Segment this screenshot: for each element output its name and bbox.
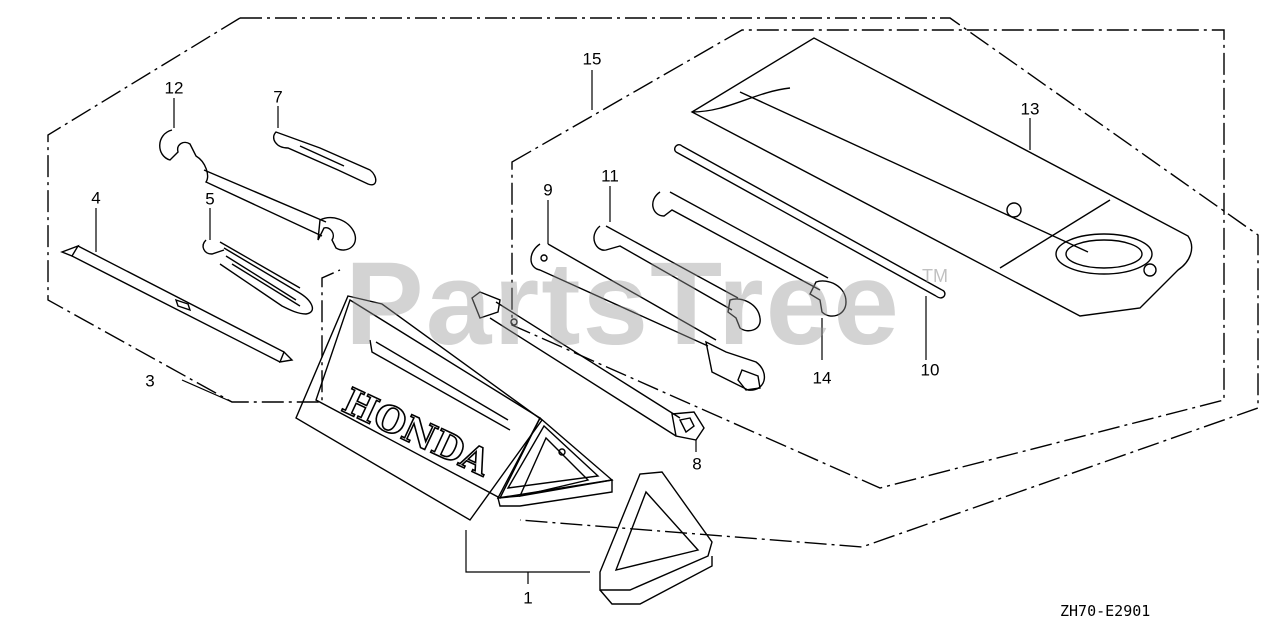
tommy-bar-10 <box>673 143 946 299</box>
callout-part-12[interactable]: 12 <box>164 78 184 98</box>
box-wrench-9 <box>530 243 766 391</box>
callout-part-4[interactable]: 4 <box>91 188 101 208</box>
watermark: PartsTree <box>345 238 901 370</box>
callout-part-11[interactable]: 11 <box>601 166 619 186</box>
open-end-wrench-11 <box>593 225 761 332</box>
screwdriver-shaft <box>60 244 294 363</box>
watermark-trademark: TM <box>922 266 948 286</box>
callout-part-5[interactable]: 5 <box>205 189 215 209</box>
callout-part-7[interactable]: 7 <box>273 87 283 107</box>
diagram-code: ZH70-E2901 <box>1060 602 1151 620</box>
gap-gauge <box>272 131 377 186</box>
callout-part-15[interactable]: 15 <box>582 49 602 69</box>
open-end-wrench-14 <box>652 191 847 317</box>
callout-part-8[interactable]: 8 <box>692 454 702 474</box>
open-end-wrench-12 <box>159 129 357 251</box>
callout-part-3[interactable]: 3 <box>145 371 155 391</box>
leader-lines <box>95 70 1031 584</box>
plug-wrench-8 <box>471 291 705 441</box>
tool-bag-13 <box>690 37 1193 317</box>
screwdriver-grip <box>202 239 314 315</box>
toolkit-group-boundary <box>240 17 1259 548</box>
callout-part-13[interactable]: 13 <box>1020 99 1040 119</box>
tool-case-lid <box>599 471 713 605</box>
callout-part-9[interactable]: 9 <box>543 180 553 200</box>
callout-part-1[interactable]: 1 <box>523 588 533 608</box>
case-brand-text: HONDA <box>336 380 497 485</box>
tool-case-1 <box>295 295 614 521</box>
callout-part-10[interactable]: 10 <box>920 360 940 380</box>
callout-part-14[interactable]: 14 <box>812 368 832 388</box>
